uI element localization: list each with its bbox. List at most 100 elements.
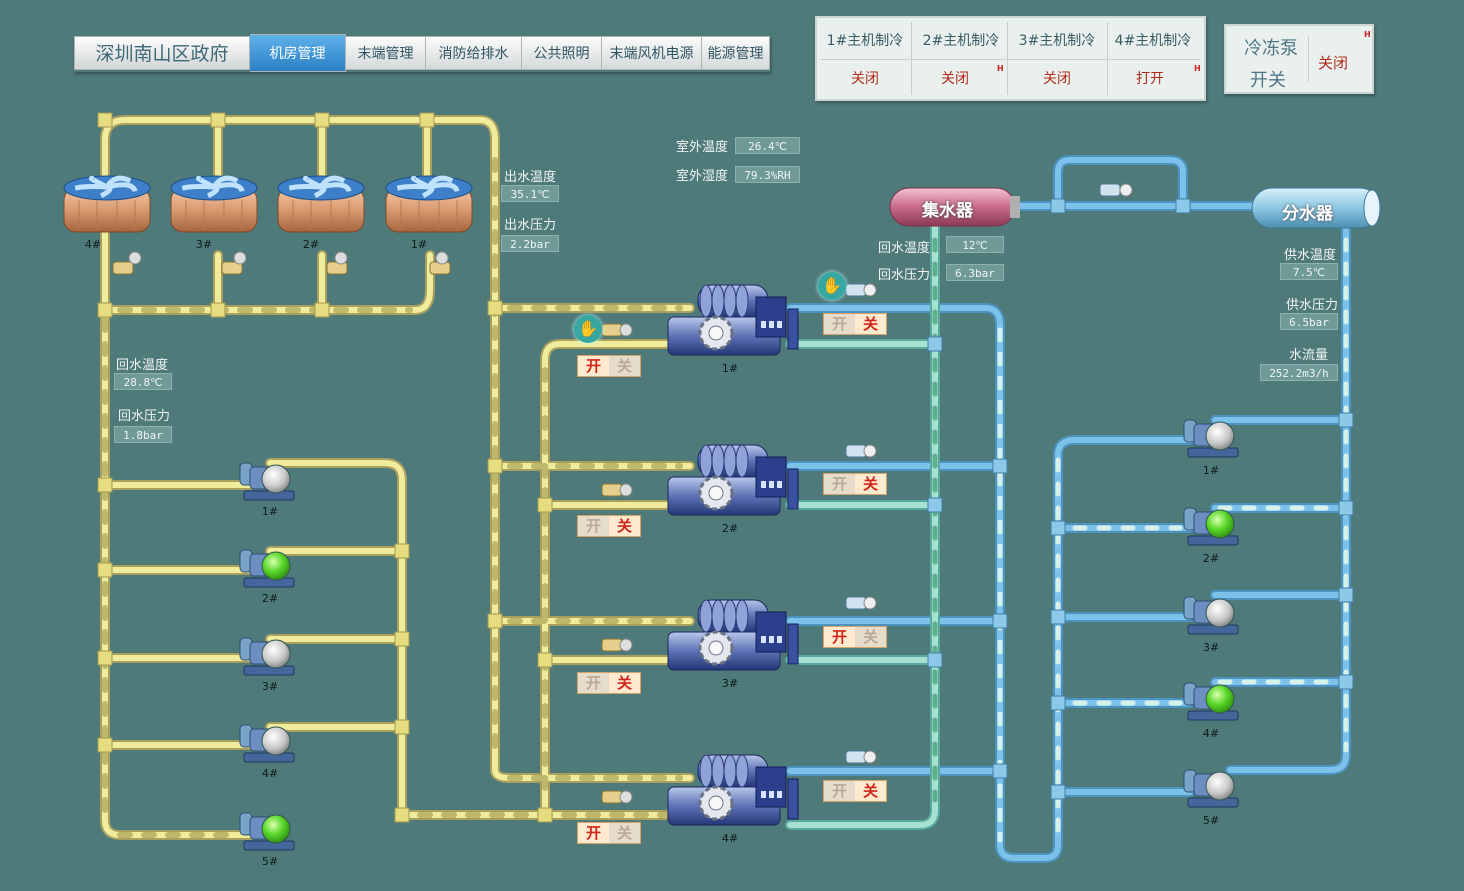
tab-terminal[interactable]: 末端管理 [346, 36, 426, 70]
chiller-2-label: 2#主机制冷 [922, 33, 1000, 49]
cooling-pump-icon[interactable] [239, 462, 295, 501]
collector-header [889, 187, 1020, 227]
cooling-pump-icon[interactable] [239, 637, 295, 676]
cooling-tower-label: 3# [195, 238, 213, 251]
outdoor-humidity-label: 室外湿度 [676, 169, 729, 184]
tab-lighting[interactable]: 公共照明 [522, 36, 602, 70]
on-off-switch[interactable]: 开关 [577, 515, 641, 537]
switch-off-button[interactable]: 关 [855, 627, 886, 647]
tab-fire-drainage[interactable]: 消防给排水 [426, 36, 522, 70]
cooling-tower-label: 1# [410, 238, 428, 251]
chiller-4-state-button[interactable]: 打开 [1136, 71, 1164, 87]
switch-on-button[interactable]: 开 [578, 673, 609, 693]
manual-hand-icon[interactable]: ✋ [574, 315, 602, 343]
chilled-pump-icon[interactable] [1183, 596, 1239, 635]
chilled-pump-label: 2# [1202, 552, 1220, 565]
cooling-pump-icon[interactable] [239, 812, 295, 851]
chilled-pump-icon[interactable] [1183, 682, 1239, 721]
collector-temp-value: 12℃ [946, 236, 1004, 253]
switch-off-button[interactable]: 关 [855, 314, 886, 334]
chiller-unit-icon [667, 444, 799, 516]
chilled-water-pipes [785, 155, 1354, 863]
switch-on-button[interactable]: 开 [824, 781, 855, 801]
manual-marker: H [1194, 64, 1201, 73]
cooling-outlet-pressure-label: 出水压力 [504, 218, 557, 233]
chiller-3-label: 3#主机制冷 [1018, 33, 1096, 49]
cooling-water-pipes [97, 112, 695, 840]
valve-icon [601, 638, 633, 652]
chilled-pump-icon[interactable] [1183, 419, 1239, 458]
site-title: 深圳南山区政府 [74, 36, 250, 70]
distributor-temp-value: 7.5℃ [1280, 263, 1338, 280]
chiller-label: 2# [721, 522, 739, 535]
cooling-outlet-temp-label: 出水温度 [504, 170, 557, 185]
switch-off-button[interactable]: 关 [609, 516, 640, 536]
on-off-switch[interactable]: 开关 [823, 626, 887, 648]
valve-icon [845, 750, 877, 764]
chilled-pump-icon[interactable] [1183, 507, 1239, 546]
switch-on-button[interactable]: 开 [824, 627, 855, 647]
valve-icon [601, 483, 633, 497]
distributor-temp-label: 供水温度 [1284, 248, 1337, 263]
outdoor-temp-value: 26.4℃ [735, 137, 800, 154]
on-off-switch[interactable]: 开关 [823, 473, 887, 495]
cooling-tower-label: 4# [84, 238, 102, 251]
chiller-label: 4# [721, 832, 739, 845]
chiller-1-label: 1#主机制冷 [826, 33, 904, 49]
collector-temp-label: 回水温度 [878, 241, 931, 256]
cooling-return-temp-label: 回水温度 [116, 358, 169, 373]
chiller-unit-icon [667, 754, 799, 826]
on-off-switch[interactable]: 开关 [823, 780, 887, 802]
freeze-pump-subtitle: 开关 [1250, 70, 1286, 91]
outdoor-humidity-value: 79.3%RH [735, 166, 800, 183]
manual-hand-icon[interactable]: ✋ [818, 272, 846, 300]
switch-on-button[interactable]: 开 [578, 516, 609, 536]
chiller-control-panel: 1#主机制冷 2#主机制冷 3#主机制冷 4#主机制冷 关闭 关闭 关闭 打开 … [815, 16, 1206, 101]
chilled-pump-label: 1# [1202, 464, 1220, 477]
switch-off-button[interactable]: 关 [609, 673, 640, 693]
cooling-pump-label: 4# [261, 767, 279, 780]
switch-on-button[interactable]: 开 [578, 356, 609, 376]
switch-off-button[interactable]: 关 [855, 781, 886, 801]
switch-on-button[interactable]: 开 [578, 823, 609, 843]
chilled-pump-label: 5# [1202, 814, 1220, 827]
on-off-switch[interactable]: 开关 [823, 313, 887, 335]
chiller-3-state-button[interactable]: 关闭 [1043, 71, 1071, 87]
cooling-pump-icon[interactable] [239, 724, 295, 763]
switch-off-button[interactable]: 关 [855, 474, 886, 494]
on-off-switch[interactable]: 开关 [577, 672, 641, 694]
valve-icon [601, 790, 633, 804]
switch-on-button[interactable]: 开 [824, 314, 855, 334]
freeze-pump-state-button[interactable]: 关闭 [1318, 54, 1349, 72]
distributor-header [1251, 187, 1381, 229]
switch-off-button[interactable]: 关 [609, 823, 640, 843]
switch-on-button[interactable]: 开 [824, 474, 855, 494]
cooling-return-temp-value: 28.8℃ [114, 373, 172, 390]
cooling-return-pressure-value: 1.8bar [114, 426, 172, 443]
cooling-tower-icon [385, 175, 473, 233]
collector-pressure-label: 回水压力 [878, 268, 931, 283]
chilled-pump-icon[interactable] [1183, 769, 1239, 808]
chiller-1-state-button[interactable]: 关闭 [851, 71, 879, 87]
chiller-2-state-button[interactable]: 关闭 [941, 71, 969, 87]
outdoor-temp-label: 室外温度 [676, 140, 729, 155]
tab-machine-room[interactable]: 机房管理 [250, 34, 346, 72]
cooling-pump-label: 1# [261, 505, 279, 518]
cooling-tower-label: 2# [302, 238, 320, 251]
valve-icon [845, 444, 877, 458]
cooling-pump-label: 5# [261, 855, 279, 868]
cooling-tower-icon [170, 175, 258, 233]
distributor-flow-label: 水流量 [1289, 348, 1329, 363]
chiller-label: 1# [721, 362, 739, 375]
valve-icon [221, 251, 247, 275]
tab-fan-power[interactable]: 末端风机电源 [602, 36, 702, 70]
on-off-switch[interactable]: 开关 [577, 822, 641, 844]
switch-off-button[interactable]: 关 [609, 356, 640, 376]
on-off-switch[interactable]: 开关 [577, 355, 641, 377]
tab-energy[interactable]: 能源管理 [702, 36, 770, 70]
top-navigation: 深圳南山区政府 机房管理 末端管理 消防给排水 公共照明 末端风机电源 能源管理 [74, 34, 770, 72]
collector-pressure-value: 6.3bar [946, 264, 1004, 281]
cooling-pump-icon[interactable] [239, 549, 295, 588]
collector-label: 集水器 [922, 201, 973, 221]
